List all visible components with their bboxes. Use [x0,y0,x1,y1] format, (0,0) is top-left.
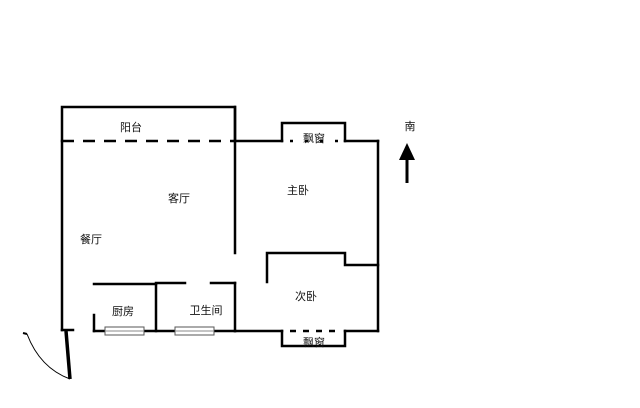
north-arrow-icon [399,143,415,183]
room-label-living-room: 客厅 [168,191,190,205]
room-label-balcony: 阳台 [120,120,142,134]
entry-door[interactable] [22,330,72,380]
room-label-bathroom: 卫生间 [190,303,223,317]
walls [60,105,380,348]
compass-label: 南 [405,120,416,133]
room-label-dining-room: 餐厅 [80,232,102,246]
room-label-second-bedroom: 次卧 [295,289,317,303]
room-label-master-bedroom: 主卧 [287,184,309,197]
room-label-bay-window-top: 飘窗 [303,131,325,145]
room-label-bay-window-bottom: 飘窗 [303,335,325,349]
room-label-kitchen: 厨房 [112,305,134,318]
